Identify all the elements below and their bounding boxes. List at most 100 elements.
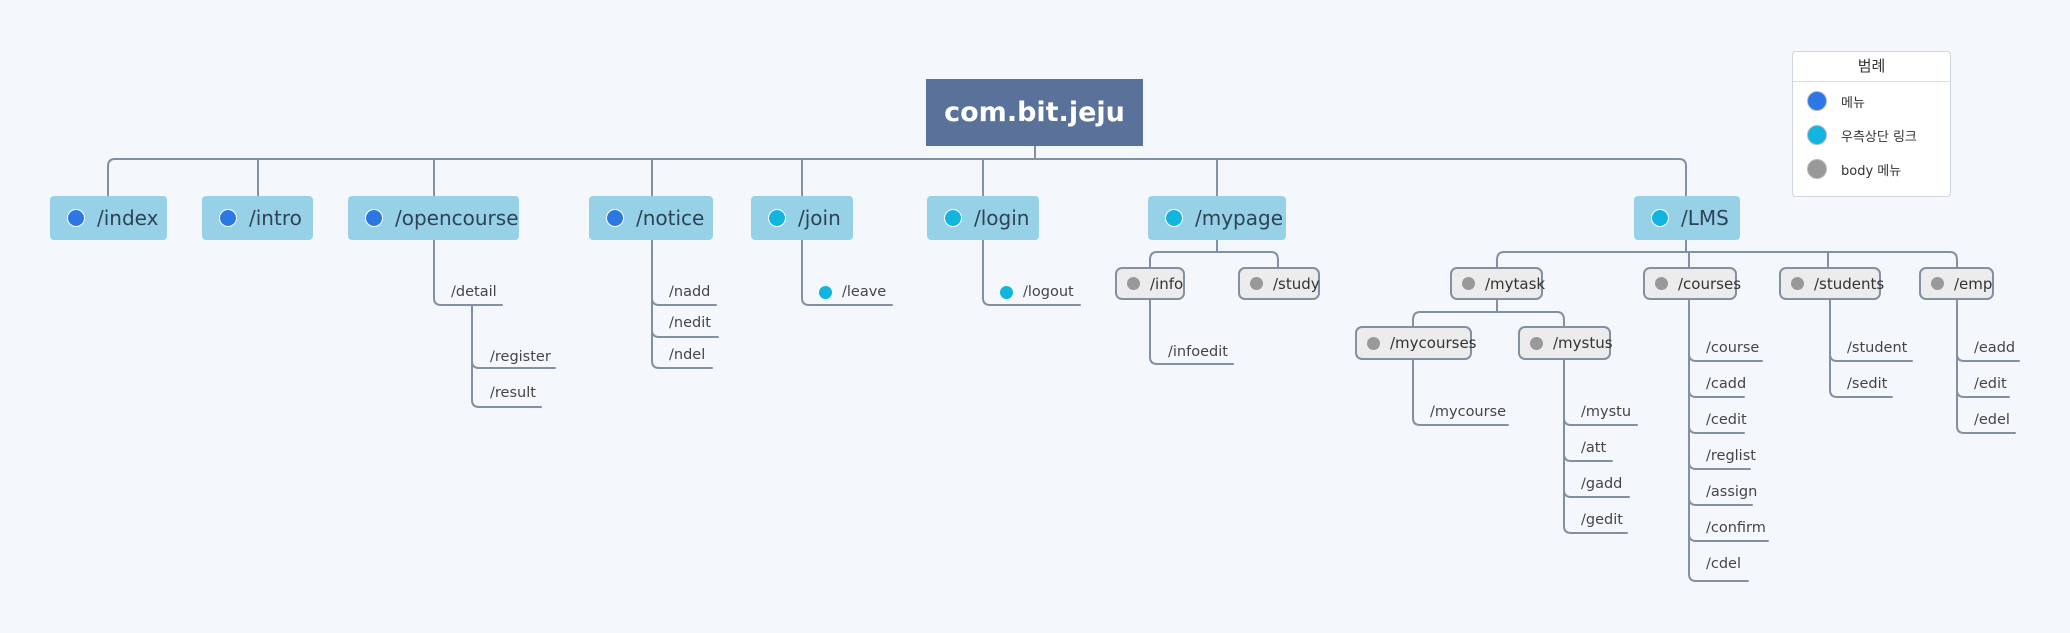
node-intro[interactable]: /intro bbox=[202, 196, 313, 240]
body-menu-dot-icon bbox=[1127, 277, 1140, 290]
leaf-edel[interactable]: /edel bbox=[1974, 410, 2010, 430]
leaf-student[interactable]: /student bbox=[1847, 338, 1907, 358]
leaf-edit[interactable]: /edit bbox=[1974, 374, 2007, 394]
node-label: /logout bbox=[1023, 284, 1074, 300]
leaf-leave[interactable]: /leave bbox=[819, 282, 886, 302]
connector-mycourses bbox=[1412, 359, 1509, 426]
leaf-att[interactable]: /att bbox=[1581, 438, 1606, 458]
node-label: /courses bbox=[1678, 274, 1742, 293]
menu-dot-icon bbox=[67, 209, 85, 227]
node-mypage[interactable]: /mypage bbox=[1148, 196, 1286, 240]
node-label: /nadd bbox=[669, 284, 711, 300]
leaf-course[interactable]: /course bbox=[1706, 338, 1759, 358]
node-label: /confirm bbox=[1706, 520, 1766, 536]
leaf-nadd[interactable]: /nadd bbox=[669, 282, 710, 302]
leaf-logout[interactable]: /logout bbox=[1000, 282, 1074, 302]
node-label: /gadd bbox=[1581, 476, 1623, 492]
connector-mytask bbox=[1412, 299, 1565, 327]
root-node[interactable]: com.bit.jeju bbox=[926, 79, 1143, 146]
leaf-detail[interactable]: /detail bbox=[451, 282, 497, 302]
topright-link-dot-icon bbox=[1651, 209, 1669, 227]
leaf-mycourse[interactable]: /mycourse bbox=[1430, 402, 1506, 422]
body-menu-dot-icon bbox=[1807, 159, 1827, 179]
node-label: /students bbox=[1814, 274, 1885, 293]
node-label: /ndel bbox=[669, 347, 706, 363]
leaf-gedit[interactable]: /gedit bbox=[1581, 510, 1623, 530]
leaf-infoedit[interactable]: /infoedit bbox=[1168, 342, 1228, 362]
leaf-cdel[interactable]: /cdel bbox=[1706, 554, 1741, 574]
node-index[interactable]: /index bbox=[50, 196, 167, 240]
leaf-assign[interactable]: /assign bbox=[1706, 482, 1757, 502]
connector-join bbox=[801, 239, 893, 306]
leaf-result[interactable]: /result bbox=[490, 383, 536, 403]
node-label: /login bbox=[974, 206, 1030, 230]
topright-link-dot-icon bbox=[1000, 285, 1013, 299]
node-label: /nedit bbox=[669, 315, 711, 331]
leaf-reglist[interactable]: /reglist bbox=[1706, 446, 1756, 466]
node-label: /mystus bbox=[1553, 334, 1613, 352]
node-label: /cadd bbox=[1706, 376, 1747, 392]
node-students[interactable]: /students bbox=[1779, 267, 1885, 300]
leaf-eadd[interactable]: /eadd bbox=[1974, 338, 2015, 358]
leaf-gadd[interactable]: /gadd bbox=[1581, 474, 1622, 494]
legend: 범례 메뉴 우측상단 링크 body 메뉴 bbox=[1792, 51, 1951, 197]
node-label: /result bbox=[490, 385, 536, 401]
leaf-mystu[interactable]: /mystu bbox=[1581, 402, 1631, 422]
connector-root bbox=[107, 145, 1687, 197]
node-label: /mypage bbox=[1195, 206, 1284, 230]
node-label: /notice bbox=[636, 206, 705, 230]
node-emp[interactable]: /emp bbox=[1919, 267, 1994, 300]
node-label: /sedit bbox=[1847, 376, 1888, 392]
node-lms[interactable]: /LMS bbox=[1634, 196, 1740, 240]
node-label: /intro bbox=[249, 206, 302, 230]
node-label: /reglist bbox=[1706, 448, 1756, 464]
node-notice[interactable]: /notice bbox=[589, 196, 713, 240]
connector-mystus bbox=[1563, 359, 1638, 534]
legend-item-menu: 메뉴 bbox=[1807, 91, 1865, 111]
leaf-cedit[interactable]: /cedit bbox=[1706, 410, 1747, 430]
node-mytask[interactable]: /mytask bbox=[1450, 267, 1545, 300]
leaf-cadd[interactable]: /cadd bbox=[1706, 374, 1746, 394]
legend-item-topright-link: 우측상단 링크 bbox=[1807, 125, 1917, 145]
leaf-nedit[interactable]: /nedit bbox=[669, 313, 711, 333]
node-study[interactable]: /study bbox=[1238, 267, 1320, 300]
node-opencourse[interactable]: /opencourse bbox=[348, 196, 519, 240]
legend-label: 우측상단 링크 bbox=[1841, 129, 1917, 145]
node-label: /mycourses bbox=[1390, 334, 1477, 352]
topright-link-dot-icon bbox=[819, 285, 832, 299]
node-info[interactable]: /info bbox=[1115, 267, 1185, 300]
legend-label: 메뉴 bbox=[1841, 95, 1865, 111]
node-mystus[interactable]: /mystus bbox=[1518, 326, 1613, 360]
leaf-sedit[interactable]: /sedit bbox=[1847, 374, 1887, 394]
body-menu-dot-icon bbox=[1367, 336, 1380, 350]
node-label: /LMS bbox=[1681, 206, 1729, 230]
node-label: /detail bbox=[451, 284, 497, 300]
node-label: /index bbox=[97, 206, 159, 230]
node-label: /study bbox=[1273, 274, 1320, 293]
legend-item-body-menu: body 메뉴 bbox=[1807, 159, 1901, 179]
menu-dot-icon bbox=[1807, 91, 1827, 111]
node-label: /cdel bbox=[1706, 556, 1742, 572]
node-join[interactable]: /join bbox=[751, 196, 853, 240]
node-label: /register bbox=[490, 349, 551, 365]
node-login[interactable]: /login bbox=[927, 196, 1039, 240]
body-menu-dot-icon bbox=[1462, 277, 1475, 290]
node-label: /att bbox=[1581, 440, 1607, 456]
body-menu-dot-icon bbox=[1931, 277, 1944, 290]
connector-students bbox=[1829, 299, 1913, 398]
connector-lms bbox=[1496, 239, 1958, 268]
body-menu-dot-icon bbox=[1655, 277, 1668, 290]
node-label: /mycourse bbox=[1430, 404, 1507, 420]
leaf-ndel[interactable]: /ndel bbox=[669, 345, 705, 365]
node-label: /infoedit bbox=[1168, 344, 1228, 360]
connector-opencourse bbox=[433, 239, 556, 408]
node-courses[interactable]: /courses bbox=[1643, 267, 1741, 300]
leaf-register[interactable]: /register bbox=[490, 347, 551, 367]
node-label: /gedit bbox=[1581, 512, 1623, 528]
node-label: /cedit bbox=[1706, 412, 1747, 428]
node-label: /emp bbox=[1954, 274, 1993, 293]
node-mycourses[interactable]: /mycourses bbox=[1355, 326, 1477, 360]
leaf-confirm[interactable]: /confirm bbox=[1706, 518, 1766, 538]
topright-link-dot-icon bbox=[1807, 125, 1827, 145]
